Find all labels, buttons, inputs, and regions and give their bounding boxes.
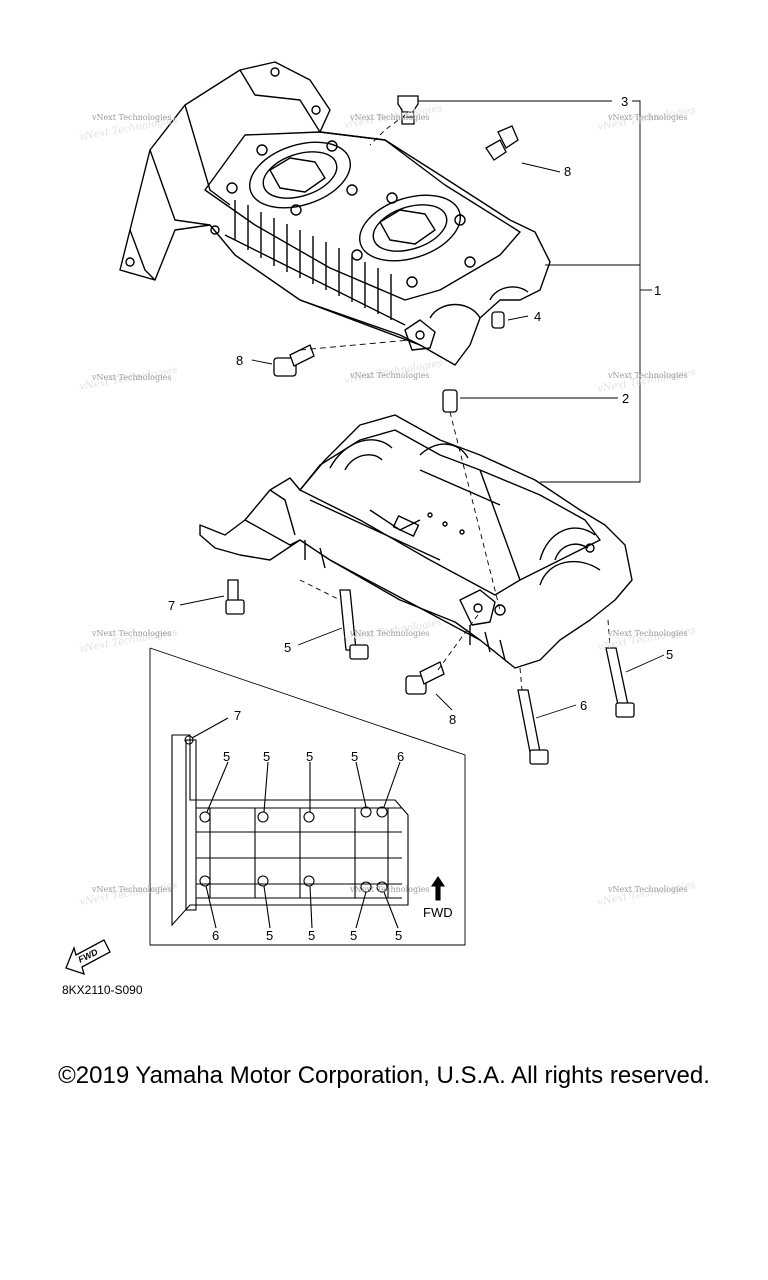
diagram-code: 8KX2110-S090 [62,983,143,997]
inset-callout-6-bottom: 6 [212,928,219,943]
callout-2: 2 [622,391,629,406]
watermark: vNext Technologies [349,629,429,638]
callout-5-left: 5 [284,640,291,655]
watermark: vNext Technologies [607,629,687,638]
callout-8-upper: 8 [564,164,571,179]
watermark: vNext Technologies [91,629,171,638]
inset-callout-5-bottom-3: 5 [350,928,357,943]
bolt-item-6 [517,689,549,765]
callout-numbers: 3 1 2 8 4 8 7 5 8 6 5 7 5 5 5 5 6 6 5 5 … [168,94,673,943]
crankcase-exploded-diagram: 3 1 2 8 4 8 7 5 8 6 5 7 5 5 5 5 6 6 5 5 … [62,61,696,997]
watermark: vNext Technologies [607,885,687,894]
bolt-item-5-left [339,589,369,660]
callout-8-left: 8 [236,353,243,368]
leader-lines [149,100,665,946]
lower-crankcase [199,414,633,669]
inset-fwd-label: FWD [423,905,453,920]
bolt-item-7 [225,579,245,615]
callout-5-right: 5 [666,647,673,662]
watermark: vNext Technologies [91,373,171,382]
fasteners [225,95,635,765]
upper-crankcase [119,61,551,366]
fwd-arrow-badge: FWD [65,939,111,976]
inset-callout-5-bottom-4: 5 [395,928,402,943]
inset-callout-5-top-2: 5 [263,749,270,764]
inset-callout-7: 7 [234,708,241,723]
callout-8-lower: 8 [449,712,456,727]
watermark: vNext Technologies [349,371,429,380]
inset-callout-6-top: 6 [397,749,404,764]
copyright-notice: ©2019 Yamaha Motor Corporation, U.S.A. A… [58,1062,710,1089]
inset-bolt-holes [184,735,388,893]
callout-4: 4 [534,309,541,324]
watermark: vNext Technologies [349,885,429,894]
bolt-item-8-upper [485,125,519,161]
dowel-item-2 [442,389,458,413]
inset-callout-5-bottom-2: 5 [308,928,315,943]
callout-1: 1 [654,283,661,298]
inset-callout-5-bottom-1: 5 [266,928,273,943]
watermark: vNext Technologies [91,885,171,894]
inset-bolt-pattern [171,717,446,929]
inset-callout-5-top-4: 5 [351,749,358,764]
bolt-item-8-lower [405,661,445,695]
watermark: vNext Technologies [607,113,687,122]
inset-callout-5-top-1: 5 [223,749,230,764]
bolt-item-5-right [605,647,635,718]
inset-callout-5-top-3: 5 [306,749,313,764]
watermark: vNext Technologies [607,371,687,380]
watermark: vNext Technologies [91,113,171,122]
bolt-item-8-left [273,344,315,377]
dowel-item-4 [491,311,505,329]
callout-6: 6 [580,698,587,713]
watermark: vNext Technologies [349,113,429,122]
callout-3: 3 [621,94,628,109]
callout-7: 7 [168,598,175,613]
